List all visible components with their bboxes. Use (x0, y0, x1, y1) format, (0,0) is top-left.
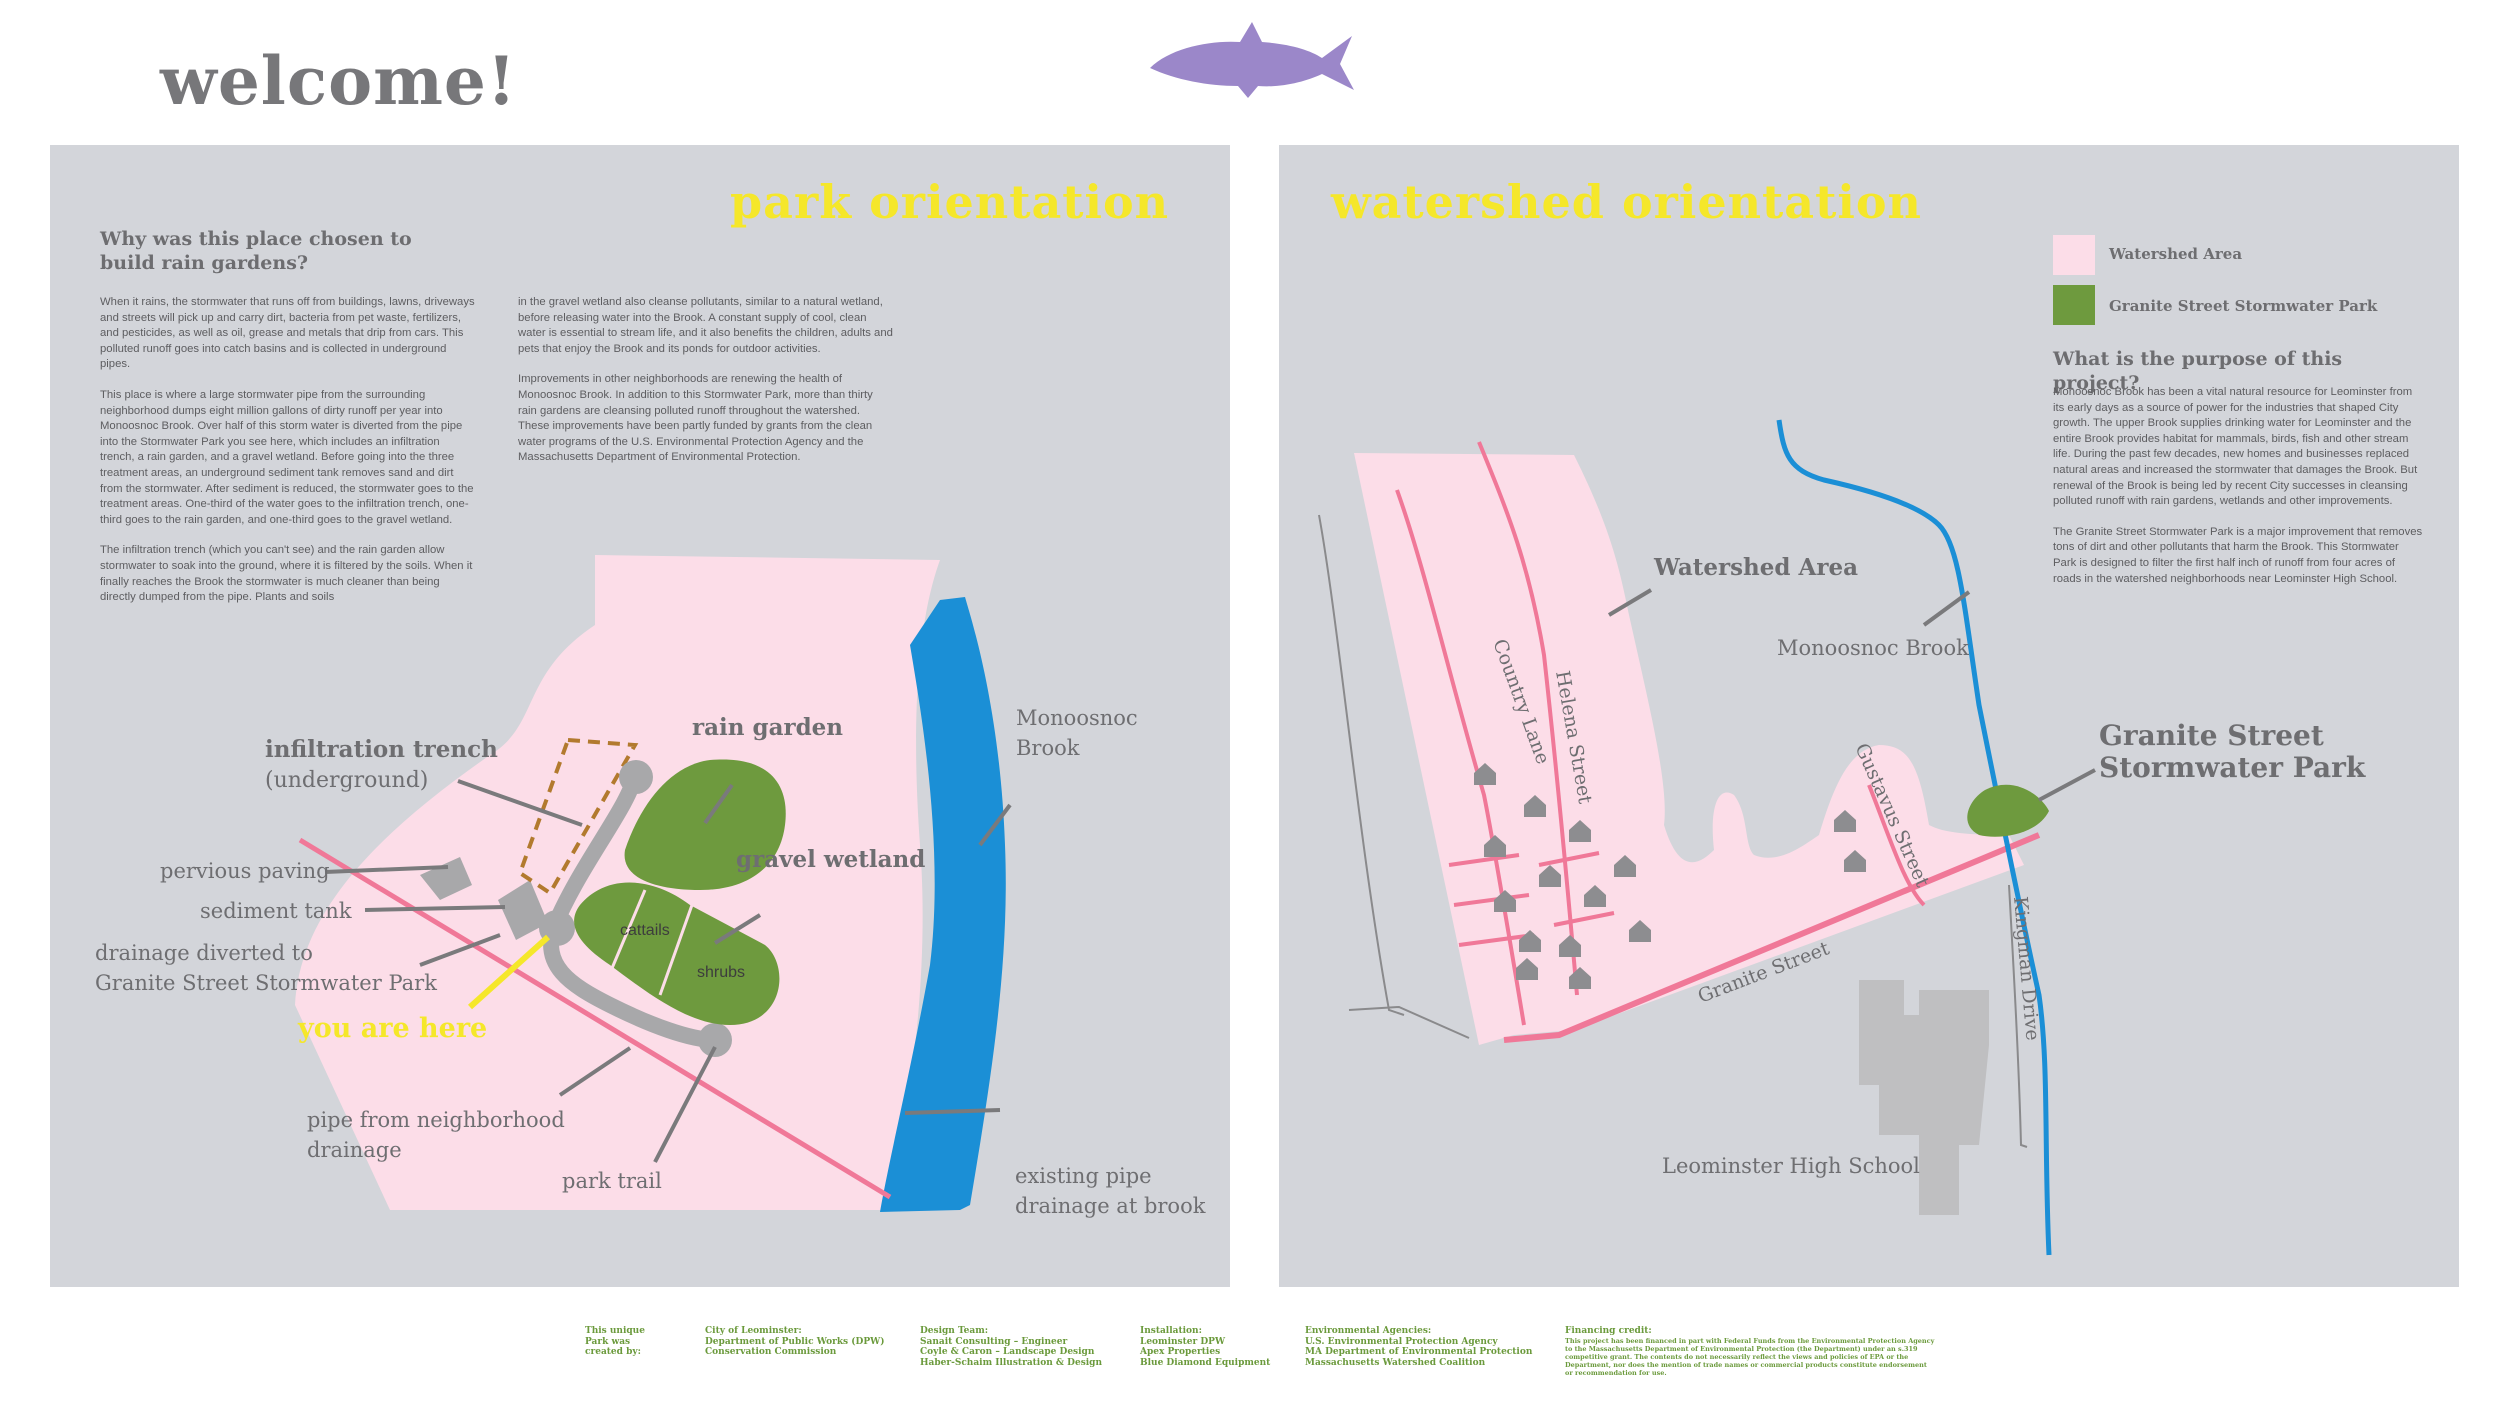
credit-block: This unique Park was created by: (585, 1326, 670, 1358)
rain-garden-label: rain garden (692, 714, 843, 741)
fish-icon (1150, 22, 1354, 98)
park-question-heading: Why was this place chosen to build rain … (100, 228, 412, 274)
park-paragraph: This place is where a large stormwater p… (100, 388, 474, 526)
legend-watershed-swatch (2053, 235, 2095, 275)
park-paragraph: in the gravel wetland also cleanse pollu… (518, 296, 893, 355)
park-paragraph: When it rains, the stormwater that runs … (100, 296, 475, 371)
park-map: infiltration trench (underground) rain g… (95, 555, 1206, 1218)
page-title: welcome! (160, 42, 517, 120)
brook-label-2: Brook (1016, 736, 1080, 760)
legend-park-label: Granite Street Stormwater Park (2109, 297, 2378, 315)
park-trail-label: park trail (562, 1169, 662, 1193)
park-paragraph: The infiltration trench (which you can't… (100, 544, 473, 604)
legend-watershed-label: Watershed Area (2109, 245, 2243, 263)
credit-lines: Department of Public Works (DPW) Conserv… (705, 1336, 885, 1358)
credit-heading: Financing credit: (1565, 1326, 1652, 1336)
drainage-diverted-label: drainage diverted to (95, 941, 313, 965)
credit-lines: Leominster DPW Apex Properties Blue Diam… (1140, 1336, 1271, 1368)
park-trail (543, 767, 723, 1048)
gravel-wetland-label: gravel wetland (736, 846, 925, 873)
shrubs-label: shrubs (697, 964, 745, 981)
you-are-here-pointer (467, 934, 551, 1010)
park-text-column-2: in the gravel wetland also cleanse pollu… (518, 295, 893, 481)
credit-heading: City of Leominster: (705, 1326, 802, 1336)
watershed-area-label: Watershed Area (1653, 554, 1858, 581)
high-school-buildings (1859, 980, 1989, 1215)
drainage-diverted-label-2: Granite Street Stormwater Park (95, 971, 437, 995)
credit-lines: This project has been financed in part w… (1565, 1337, 1935, 1377)
credit-block: Financing credit: This project has been … (1565, 1326, 1935, 1377)
watershed-paragraph: The Granite Street Stormwater Park is a … (2053, 525, 2423, 585)
rain-garden-area (624, 759, 786, 890)
park-text-column-1: When it rains, the stormwater that runs … (100, 295, 475, 621)
granite-street-park (1967, 784, 2049, 837)
watershed-text: Monoosnoc Brook has been a vital natural… (2053, 385, 2423, 602)
streets (1395, 441, 1926, 1026)
watershed-orientation-panel: watershed orientation Watershed Area Gra… (1279, 145, 2459, 1287)
pipe-neighborhood-label: pipe from neighborhood (307, 1108, 565, 1132)
park-area (295, 555, 940, 1210)
watershed-map: Watershed Area Monoosnoc Brook Granite S… (1318, 419, 2366, 1256)
legend-park-swatch (2053, 285, 2095, 325)
park-name-label-2: Stormwater Park (2099, 751, 2366, 784)
credit-heading: Installation: (1140, 1326, 1202, 1336)
pipe-neighborhood-label-2: drainage (307, 1138, 402, 1162)
cattails-label: cattails (620, 922, 670, 939)
brook-label: Monoosnoc (1016, 706, 1138, 730)
existing-pipe-label-2: drainage at brook (1015, 1194, 1206, 1218)
brook (880, 597, 1006, 1212)
credit-heading: Design Team: (920, 1326, 989, 1336)
sediment-tank (498, 880, 548, 940)
credit-block: Design Team: Sanait Consulting – Enginee… (920, 1326, 1115, 1368)
park-orientation-panel: park orientation Why was this place chos… (50, 145, 1230, 1287)
underground-label: (underground) (265, 768, 428, 793)
high-school-label: Leominster High School (1662, 1154, 1920, 1178)
you-are-here-label: you are here (297, 1013, 487, 1044)
watershed-orientation-heading: watershed orientation (1331, 175, 1922, 229)
credit-block: City of Leominster: Department of Public… (705, 1326, 895, 1358)
house-icons (1474, 763, 1866, 989)
infiltration-trench (517, 737, 639, 896)
infiltration-trench-label: infiltration trench (265, 736, 498, 763)
pervious-paving (420, 857, 472, 900)
watershed-paragraph: Monoosnoc Brook has been a vital natural… (2053, 386, 2418, 508)
existing-pipe-label: existing pipe (1015, 1164, 1152, 1188)
credit-lines: Sanait Consulting – Engineer Coyle & Car… (920, 1336, 1103, 1368)
pervious-paving-label: pervious paving (160, 859, 330, 883)
park-paragraph: Improvements in other neighborhoods are … (518, 373, 873, 464)
monoosnoc-brook (1776, 419, 2052, 1256)
credit-block: Environmental Agencies: U.S. Environment… (1305, 1326, 1545, 1368)
credit-heading: This unique Park was created by: (585, 1326, 645, 1357)
credit-heading: Environmental Agencies: (1305, 1326, 1432, 1336)
sediment-tank-label: sediment tank (200, 899, 352, 923)
park-name-label: Granite Street (2099, 719, 2324, 752)
watershed-question-heading: What is the purpose of this project? (2053, 348, 2343, 394)
monoosnoc-brook-label: Monoosnoc Brook (1777, 636, 1969, 660)
neighborhood-pipe (298, 837, 892, 1200)
credit-block: Installation: Leominster DPW Apex Proper… (1140, 1326, 1290, 1368)
park-orientation-heading: park orientation (730, 175, 1170, 229)
credit-lines: U.S. Environmental Protection Agency MA … (1305, 1336, 1533, 1368)
granite-street (1503, 832, 2041, 1043)
gravel-wetland-area (574, 882, 780, 1025)
watershed-area (1354, 453, 2024, 1045)
